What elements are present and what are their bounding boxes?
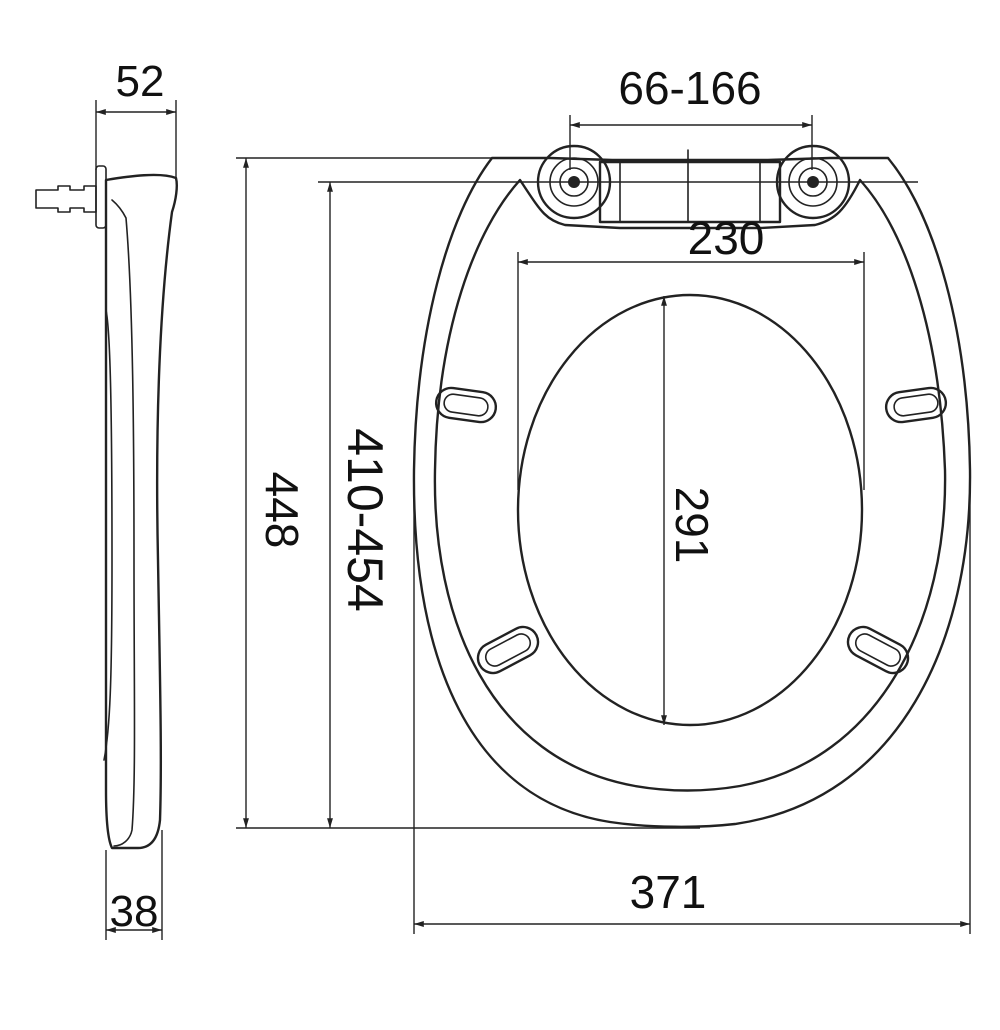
hinge-bolt-icon — [35, 185, 97, 213]
bolt-to-front-label: 410-454 — [337, 428, 393, 612]
seat-outer-outline — [412, 156, 972, 828]
hinge-spacing-label: 66-166 — [618, 62, 761, 114]
bumper-slot — [476, 625, 540, 675]
bumper-slot — [434, 386, 498, 424]
inner-width-label: 230 — [688, 212, 765, 264]
dimension-lines: 66-166 230 291 448 410-454 371 — [236, 62, 971, 934]
side-seat-outline — [111, 199, 136, 847]
bumper-slot — [884, 386, 948, 424]
inner-length-label: 291 — [666, 487, 718, 564]
side-depth-top-label: 52 — [116, 57, 165, 106]
side-lid-outline — [104, 173, 178, 850]
seat-opening — [516, 293, 864, 727]
top-view — [412, 144, 972, 828]
overall-length-label: 448 — [256, 472, 308, 549]
side-seat-outline-2 — [103, 309, 113, 761]
hinge-plate — [95, 165, 107, 229]
side-view: 52 38 — [35, 57, 178, 940]
bumper-slot — [846, 625, 910, 675]
side-depth-bottom-label: 38 — [110, 887, 159, 936]
hinge-bar — [598, 160, 782, 224]
overall-width-label: 371 — [630, 866, 707, 918]
seat-rim-outline — [433, 178, 947, 792]
